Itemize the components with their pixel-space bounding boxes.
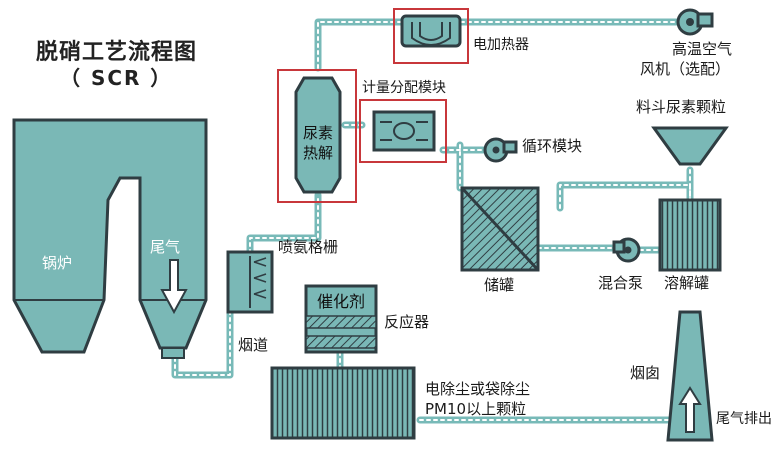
label-storage: 储罐 [484,276,515,294]
label-hopper: 料斗尿素颗粒 [636,98,727,116]
reactor [304,284,378,354]
label-flue: 烟道 [238,336,269,354]
label-urea-2: 热解 [302,144,333,162]
up-arrow-icon [678,386,702,433]
electric-heater [393,8,469,64]
pyrolysis-vessel [277,69,357,203]
dissolving-tank [658,198,722,272]
boiler [12,118,208,359]
label-heater: 电加热器 [473,37,529,53]
label-tail-gas: 尾气 [150,238,181,256]
label-circulation: 循环模块 [522,137,583,155]
label-reactor: 反应器 [384,313,430,331]
label-chimney: 烟囱 [630,364,661,382]
label-dust-1: 电除尘或袋除尘 [425,380,531,398]
label-mixing-pump: 混合泵 [598,274,644,292]
down-arrow-icon [160,259,188,315]
mixing-pump [612,237,641,263]
label-catalyst: 催化剂 [316,292,365,311]
heater-coil-icon [411,22,451,46]
blower [676,8,714,36]
circulation-pump [483,137,518,163]
label-blower-1: 高温空气 [672,40,733,58]
label-dust-2: PM10以上颗粒 [425,400,527,418]
label-boiler: 锅炉 [42,254,73,272]
chimney [666,310,714,442]
label-metering: 计量分配模块 [362,80,446,96]
label-ammonia-grid: 喷氨格栅 [278,238,339,256]
flue-duct [226,250,274,314]
label-dissolving: 溶解罐 [664,274,710,292]
spray-icon [253,257,267,299]
page-subtitle: （ SCR ） [60,66,173,90]
label-urea-1: 尿素 [302,124,333,142]
page-title: 脱硝工艺流程图 [36,40,198,65]
label-exhaust: 尾气排出 [716,411,772,427]
hopper [651,126,729,166]
label-blower-2: 风机（选配） [640,60,731,78]
metering-module [359,99,447,163]
dust-collector [270,366,416,440]
storage-tank [460,186,540,272]
